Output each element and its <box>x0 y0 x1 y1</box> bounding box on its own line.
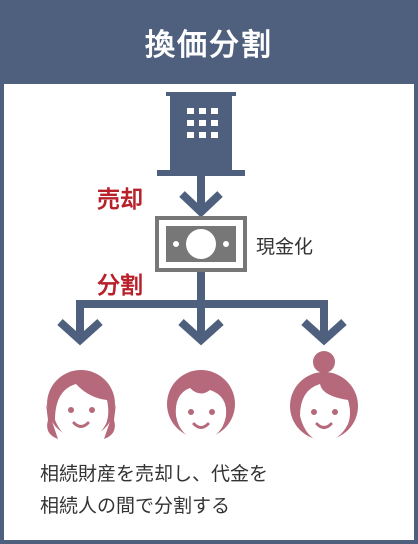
caption-line-1: 相続財産を売却し、代金を <box>40 463 269 485</box>
banknote-icon <box>155 216 247 272</box>
diagram-panel: 売却 分割 現金化 相続財産を売却し、代金を 相続人の間で分割する <box>4 84 414 540</box>
split-label: 分割 <box>97 273 143 299</box>
building-icon <box>157 92 245 176</box>
flow-diagram <box>46 92 358 442</box>
sale-label: 売却 <box>97 187 143 213</box>
caption-line-2: 相続人の間で分割する <box>40 495 231 517</box>
cash-label: 現金化 <box>256 236 314 258</box>
caption: 相続財産を売却し、代金を 相続人の間で分割する <box>40 458 268 522</box>
heir-woman-icon <box>290 351 358 442</box>
title-bar: 換価分割 <box>4 0 414 84</box>
sale-arrow <box>179 176 223 218</box>
page-title: 換価分割 <box>145 28 273 63</box>
heir-boy-icon <box>167 370 235 440</box>
split-arrows <box>57 272 347 346</box>
heir-girl-icon <box>46 370 116 442</box>
